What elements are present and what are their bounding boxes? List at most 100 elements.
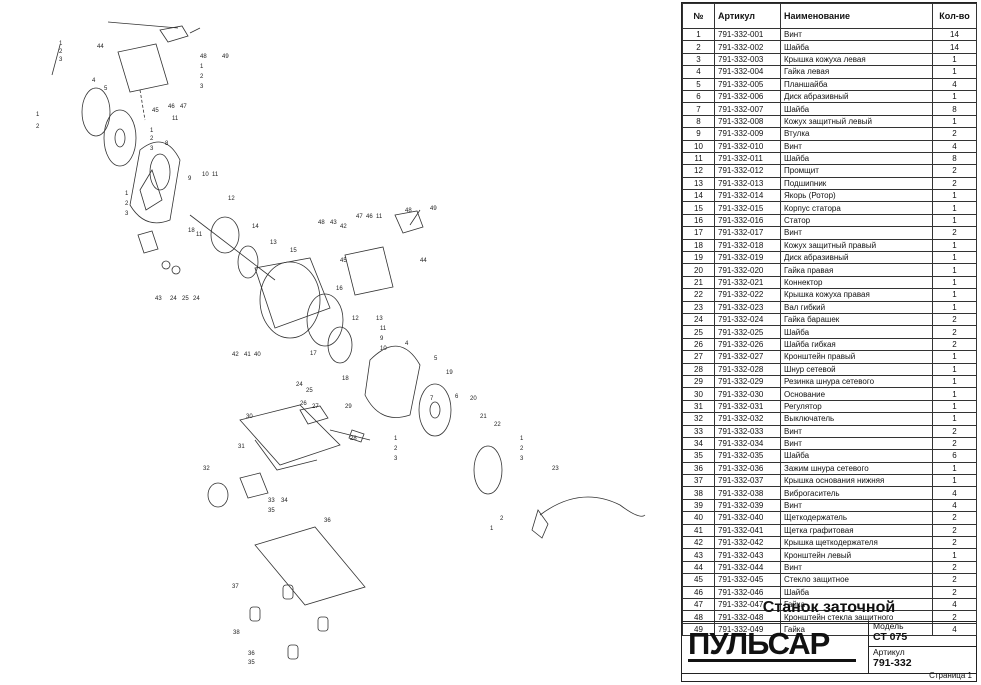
row-name: Шайба <box>780 325 933 339</box>
row-quantity: 1 <box>932 474 977 488</box>
row-number: 40 <box>682 511 715 525</box>
damper <box>249 606 261 622</box>
row-quantity: 2 <box>932 610 977 624</box>
row-article: 791-332-011 <box>714 151 781 166</box>
row-article: 791-332-001 <box>714 27 781 42</box>
svg-text:3: 3 <box>200 84 204 90</box>
svg-text:3: 3 <box>150 146 154 152</box>
row-quantity: 4 <box>932 622 977 637</box>
row-article: 791-332-019 <box>714 251 781 265</box>
row-number: 41 <box>682 523 715 538</box>
row-article: 791-332-016 <box>714 213 781 228</box>
row-quantity: 1 <box>932 213 977 228</box>
svg-text:20: 20 <box>470 396 477 402</box>
row-name: Крышка основания нижняя <box>780 474 933 488</box>
svg-text:37: 37 <box>232 584 239 590</box>
row-name: Диск абразивный <box>780 251 933 265</box>
base-top <box>239 404 341 466</box>
row-number: 7 <box>682 102 715 116</box>
svg-text:32: 32 <box>203 466 210 472</box>
svg-text:17: 17 <box>310 351 317 357</box>
svg-text:3: 3 <box>125 211 129 217</box>
armature <box>210 216 240 254</box>
row-name: Кронштейн правый <box>780 350 933 364</box>
switch <box>299 405 329 425</box>
svg-text:2: 2 <box>520 446 524 452</box>
row-article: 791-332-009 <box>714 127 781 141</box>
svg-text:24: 24 <box>296 382 303 388</box>
brush-holder <box>137 230 159 254</box>
row-number: 45 <box>682 573 715 587</box>
row-number: 1 <box>682 27 715 42</box>
row-name: Подшипник <box>780 176 933 191</box>
row-article: 791-332-033 <box>714 424 781 438</box>
svg-text:25: 25 <box>306 388 313 394</box>
row-name: Корпус статора <box>780 201 933 215</box>
svg-text:35: 35 <box>248 660 255 666</box>
row-article: 791-332-023 <box>714 300 781 315</box>
row-quantity: 1 <box>932 114 977 129</box>
svg-text:10: 10 <box>202 172 209 178</box>
row-name: Шайба <box>780 449 933 463</box>
svg-text:5: 5 <box>434 356 438 362</box>
svg-text:2: 2 <box>125 201 129 207</box>
row-number: 9 <box>682 127 715 141</box>
row-quantity: 2 <box>932 424 977 438</box>
row-quantity: 1 <box>932 275 977 290</box>
row-name: Крышка кожуха правая <box>780 288 933 302</box>
row-article: 791-332-005 <box>714 77 781 91</box>
row-article: 791-332-039 <box>714 498 781 513</box>
base-bottom-cover <box>254 526 366 606</box>
svg-text:11: 11 <box>196 232 203 238</box>
svg-text:10: 10 <box>380 346 387 352</box>
svg-text:46: 46 <box>366 214 373 220</box>
svg-text:11: 11 <box>172 116 179 122</box>
svg-text:45: 45 <box>340 258 347 264</box>
row-number: 2 <box>682 40 715 54</box>
row-quantity: 1 <box>932 350 977 364</box>
row-number: 16 <box>682 213 715 228</box>
row-name: Шайба <box>780 151 933 166</box>
row-name: Щеткодержатель <box>780 511 933 525</box>
row-number: 14 <box>682 189 715 203</box>
row-article: 791-332-003 <box>714 52 781 67</box>
svg-text:2: 2 <box>394 446 398 452</box>
row-number: 29 <box>682 374 715 389</box>
row-name: Винт <box>780 27 933 42</box>
svg-text:48: 48 <box>200 54 207 60</box>
guard-left <box>129 141 181 224</box>
svg-text:7: 7 <box>430 396 434 402</box>
row-number: 26 <box>682 337 715 352</box>
svg-text:12: 12 <box>228 196 235 202</box>
svg-text:24: 24 <box>170 296 177 302</box>
glass-bracket <box>159 25 189 43</box>
svg-text:9: 9 <box>188 176 192 182</box>
row-article: 791-332-021 <box>714 275 781 290</box>
row-number: 17 <box>682 226 715 240</box>
row-name: Зажим шнура сетевого <box>780 461 933 476</box>
row-quantity: 2 <box>932 337 977 352</box>
svg-text:43: 43 <box>155 296 162 302</box>
protective-glass-left <box>117 43 169 93</box>
row-number: 33 <box>682 424 715 438</box>
svg-text:36: 36 <box>248 651 255 657</box>
product-name: Станок заточной <box>682 595 976 622</box>
header-number: № <box>682 3 715 29</box>
svg-text:1: 1 <box>520 436 524 442</box>
row-quantity: 1 <box>932 251 977 265</box>
row-quantity: 1 <box>932 399 977 414</box>
row-article: 791-332-028 <box>714 362 781 376</box>
row-article: 791-332-037 <box>714 474 781 488</box>
svg-text:8: 8 <box>165 141 169 147</box>
